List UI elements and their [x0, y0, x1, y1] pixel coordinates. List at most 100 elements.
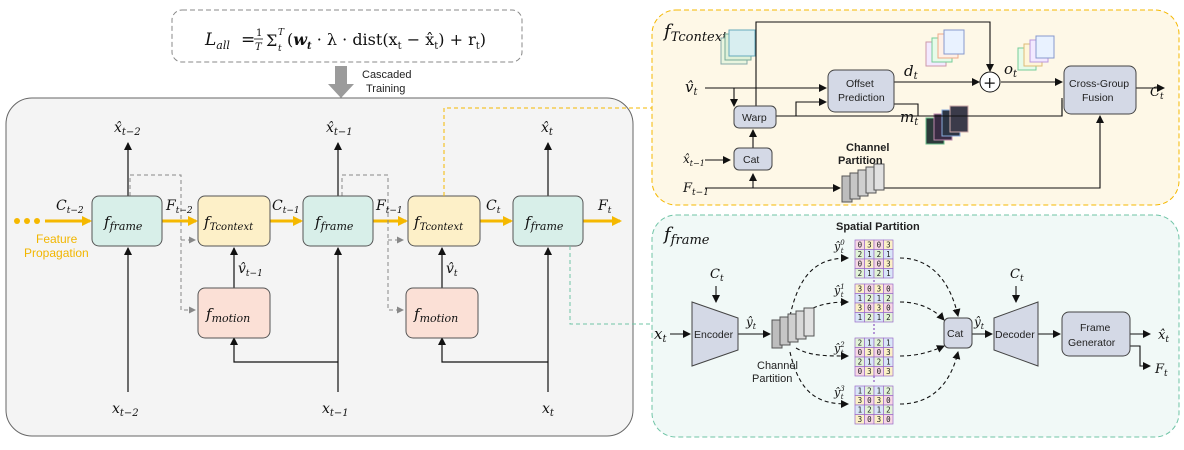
feature-propagation-label-1: Feature [36, 232, 78, 246]
frame-block-2: fframe [302, 195, 374, 247]
cat-block-frame [943, 317, 973, 349]
v-hat-input-label: v̂t [685, 78, 698, 98]
motion-block-1: fmotion [197, 287, 271, 339]
grid-cell-label: 1 [886, 357, 891, 366]
frame-panel [651, 214, 1180, 438]
svg-text:Σ: Σ [266, 31, 277, 50]
grid-cell-label: 2 [858, 250, 863, 259]
input-label-1: xt−2 [112, 401, 139, 419]
channel-partition-stack-tcontext [841, 163, 885, 203]
grid-cell-label: 3 [877, 303, 882, 312]
grid-cell-label: 3 [858, 396, 863, 405]
frame-zoom-connector [569, 246, 652, 325]
grid-cell-label: 3 [867, 348, 872, 357]
tcontext-block-2: fTcontext [407, 195, 481, 247]
grid-cell [883, 268, 894, 279]
grid-cell-label: 0 [886, 396, 891, 405]
channel-partition-label-1: Channel [846, 142, 889, 154]
grid-cell-label: 3 [867, 240, 872, 249]
grid-cell-label: 2 [886, 386, 891, 395]
fusion-label-2: Fusion [1082, 92, 1114, 104]
grid-cell-label: 2 [858, 357, 863, 366]
encoder-block [691, 301, 739, 367]
svg-text:(wt · λ · dist(xt − x̂t) + rt): (wt · λ · dist(xt − x̂t) + rt) [287, 30, 486, 52]
grid-cell-label: 0 [867, 396, 872, 405]
grid-cell-label: 1 [867, 269, 872, 278]
grid-cell-label: 3 [886, 240, 891, 249]
grid-cell-label: 0 [886, 415, 891, 424]
grid-cell-label: 1 [867, 338, 872, 347]
grid-cell-label: 0 [858, 348, 863, 357]
f-prev-label: Ft−1 [682, 181, 709, 198]
grid-cell-label: 1 [877, 313, 882, 322]
grid-cell-label: 3 [886, 367, 891, 376]
grid-cell [883, 312, 894, 323]
offset-label-1: Offset [846, 78, 874, 90]
feature-map-thumbnail [720, 29, 756, 65]
frame-block-3: fframe [512, 195, 584, 247]
cascaded-label-2: Training [366, 83, 405, 95]
edge-label-c-t-1: Ct−1 [272, 198, 300, 216]
grid-cell-label: 2 [886, 313, 891, 322]
svg-text:fTcontext: fTcontext [413, 213, 464, 233]
offset-maps [925, 29, 965, 67]
output-offset-maps [1017, 35, 1055, 71]
spatial-partition-label: Spatial Partition [836, 221, 920, 233]
grid-cell-label: 1 [886, 250, 891, 259]
grid-cell-label: 2 [886, 294, 891, 303]
grid-cell-label: 0 [858, 367, 863, 376]
grid-cell-label: 2 [877, 338, 882, 347]
decoder-label: Decoder [995, 329, 1035, 341]
svg-text:=: = [241, 30, 255, 50]
grid-cell-label: 2 [867, 386, 872, 395]
grid-cell-label: 1 [877, 294, 882, 303]
grid-cell-label: 0 [886, 284, 891, 293]
grid-cell-label: 1 [877, 405, 882, 414]
input-label-3: xt [542, 401, 555, 419]
grid-cell [883, 366, 894, 377]
grid-cell [883, 414, 894, 425]
cascaded-training-arrow [328, 66, 354, 98]
channel-partition-label-2: Partition [838, 155, 883, 167]
m-label: mt [900, 108, 919, 128]
edge-label-c-t: Ct [486, 198, 501, 216]
grid-cell-label: 1 [858, 405, 863, 414]
input-label-2: xt−1 [322, 401, 349, 419]
grid-cell-label: 2 [886, 405, 891, 414]
grid-cell-label: 3 [858, 415, 863, 424]
left-panel [5, 97, 634, 437]
d-label: dt [904, 62, 919, 82]
grid-cell-label: 2 [858, 338, 863, 347]
frame-x-input-label: xt [654, 325, 667, 345]
frame-channel-partition-label-2: Partition [752, 373, 792, 385]
svg-text:1: 1 [256, 28, 262, 39]
c-out-label: Ct [1150, 85, 1164, 102]
grid-cell-label: 2 [858, 269, 863, 278]
svg-text:T: T [278, 28, 285, 38]
grid-cell-label: 1 [858, 386, 863, 395]
warp-label: Warp [742, 112, 767, 124]
loss-formula: Lall = 1 T Σ T t (wt · λ · dist(xt − x̂t… [204, 28, 486, 54]
channel-partition-stack-frame [771, 307, 815, 349]
grid-cell-label: 3 [877, 284, 882, 293]
plus-label: + [983, 73, 996, 92]
grid-cell-label: 0 [867, 415, 872, 424]
svg-text:fmotion: fmotion [205, 305, 250, 325]
grid-cell-label: 3 [886, 348, 891, 357]
edge-label-f-t-1: Ft−1 [375, 198, 403, 216]
grid-cell-label: 0 [886, 303, 891, 312]
cross-group-fusion-block [1063, 65, 1137, 115]
encoder-output-label: ŷt [745, 315, 757, 331]
svg-text:fframe: fframe [524, 213, 564, 233]
grid-cell-label: 1 [886, 338, 891, 347]
offset-label-2: Prediction [838, 92, 885, 104]
svg-text:fframe: fframe [314, 213, 354, 233]
x-hat-prev-label: x̂t−1 [683, 152, 705, 168]
feature-propagation-label-2: Propagation [24, 246, 89, 260]
grid-cell-label: 1 [886, 269, 891, 278]
grid-cell-label: 0 [877, 348, 882, 357]
output-label-2: x̂t−1 [326, 120, 353, 138]
motion-output-label-2: v̂t [446, 261, 458, 279]
tcontext-block-1: fTcontext [197, 195, 271, 247]
